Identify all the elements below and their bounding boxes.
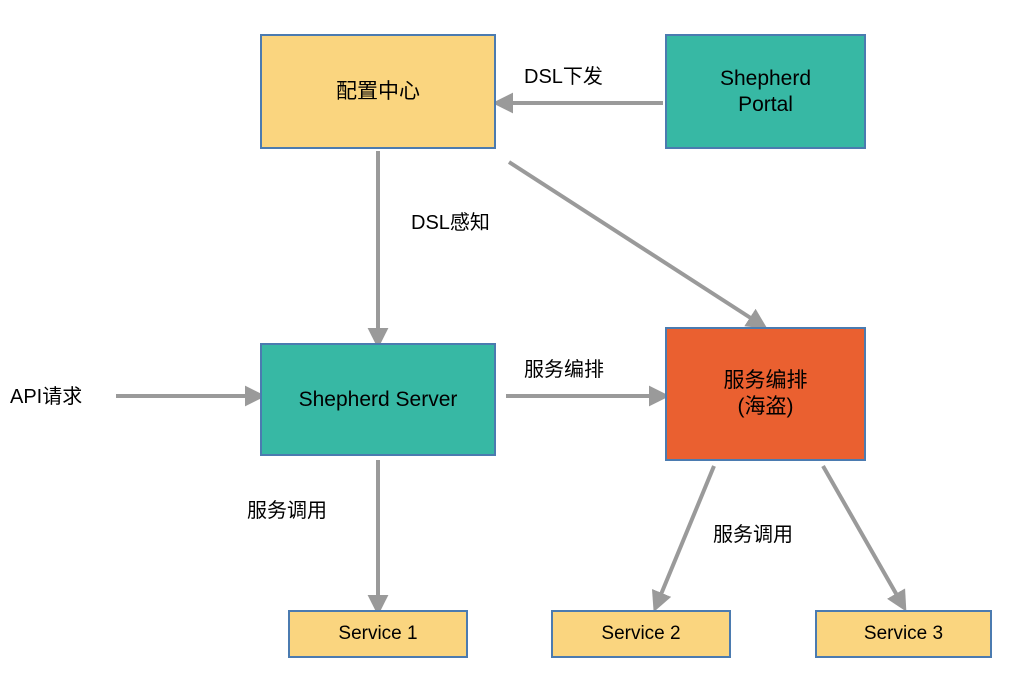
arrow-service-call-right xyxy=(821,465,907,612)
edge-label-service-call-mid: 服务调用 xyxy=(713,524,793,546)
node-shepherd-server[interactable]: Shepherd Server xyxy=(260,343,496,456)
edge-label-dsl-publish: DSL下发 xyxy=(524,66,603,88)
arrow-config-to-orchestration xyxy=(507,160,768,329)
node-service-orchestration[interactable]: 服务编排 (海盗) xyxy=(665,327,866,461)
node-label-shepherd-portal: Shepherd Portal xyxy=(719,66,812,116)
node-label-shepherd-server: Shepherd Server xyxy=(298,387,458,411)
node-service-1[interactable]: Service 1 xyxy=(288,610,468,658)
edge-label-service-call-left: 服务调用 xyxy=(247,500,327,522)
node-label-config-center: 配置中心 xyxy=(336,79,420,103)
edge-label-api-request: API请求 xyxy=(10,386,83,408)
node-service-2[interactable]: Service 2 xyxy=(551,610,731,658)
edge-label-dsl-perceive: DSL感知 xyxy=(411,212,490,234)
node-shepherd-portal[interactable]: Shepherd Portal xyxy=(665,34,866,149)
node-label-service-1: Service 1 xyxy=(338,623,418,645)
edge-label-orchestration-call: 服务编排 xyxy=(524,359,604,381)
node-config-center[interactable]: 配置中心 xyxy=(260,34,496,149)
node-label-service-2: Service 2 xyxy=(601,623,681,645)
node-label-service-orchestration: 服务编排 (海盗) xyxy=(723,369,808,418)
node-label-service-3: Service 3 xyxy=(863,623,944,645)
arrow-service-call-mid xyxy=(651,465,716,613)
node-service-3[interactable]: Service 3 xyxy=(815,610,992,658)
